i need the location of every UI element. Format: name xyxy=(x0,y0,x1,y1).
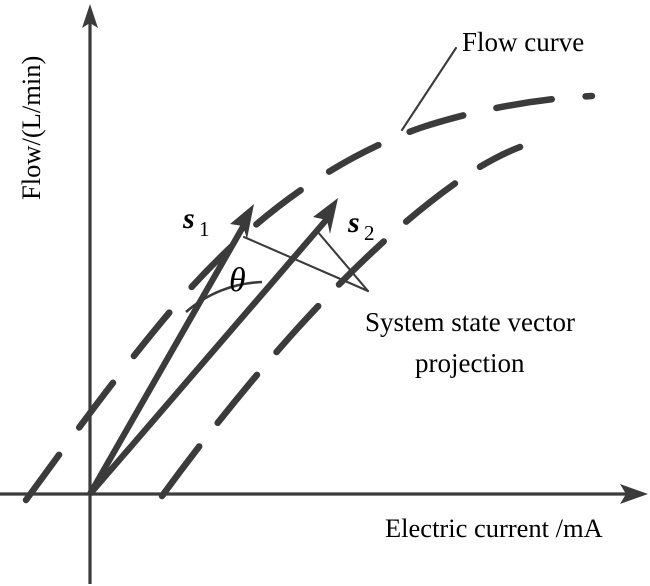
projection-label-line1: System state vector xyxy=(365,307,575,337)
flow-curve-upper xyxy=(22,92,596,504)
y-axis-label: Flow/(L/min) xyxy=(16,56,46,200)
x-axis-arrowhead xyxy=(620,484,648,504)
vector-s2-label: s 2 xyxy=(347,206,375,245)
y-axis-arrowhead xyxy=(82,4,98,28)
vector-s1-symbol: s xyxy=(182,202,195,235)
axes-group xyxy=(0,4,648,584)
vector-s1-shaft xyxy=(87,223,247,496)
theta-arc xyxy=(185,280,263,313)
projection-label-line2: projection xyxy=(415,348,525,378)
angle-theta-group xyxy=(185,280,263,313)
flow-curve-leader xyxy=(400,46,458,132)
vector-s2-arrowhead xyxy=(313,198,338,234)
vector-s1-arrowhead xyxy=(230,204,254,239)
theta-symbol: θ xyxy=(229,262,246,299)
x-axis-label: Electric current /mA xyxy=(385,513,603,543)
leader-lines-group xyxy=(242,46,458,293)
vector-s2-shaft xyxy=(87,216,330,497)
projection-leader-from-s2 xyxy=(315,229,370,293)
vector-s1-label: s 1 xyxy=(182,202,210,241)
vector-s1-subscript: 1 xyxy=(199,217,210,241)
projection-leader-from-s1 xyxy=(242,235,370,293)
flow-curve-label: Flow curve xyxy=(462,27,584,57)
flow-curves-group xyxy=(22,92,596,504)
vector-s2-subscript: 2 xyxy=(364,221,375,245)
state-vectors-group xyxy=(87,198,338,497)
vector-s2-symbol: s xyxy=(347,206,360,239)
flow-curve-lower xyxy=(158,143,524,500)
